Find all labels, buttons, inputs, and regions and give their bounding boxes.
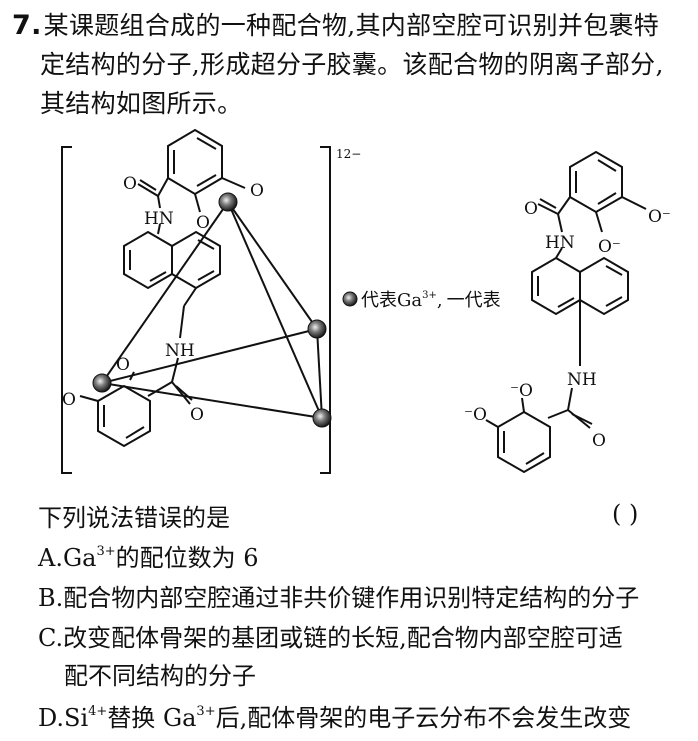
option-d-mid: 替换 Ga (107, 704, 197, 732)
atom-nh: NH (165, 341, 195, 361)
option-a-superscript: 3+ (96, 544, 116, 559)
atom-hn: HN (545, 233, 575, 253)
lower-benzene-ring (97, 384, 151, 448)
naphthalene-ring-a (123, 230, 173, 290)
ga-link (227, 201, 323, 419)
stem-text-1: 某课题组合成的一种配合物,其内部空腔可识别并包裹特 (43, 11, 660, 40)
ga-link (101, 201, 229, 384)
ligand-structure (485, 150, 647, 474)
answer-parentheses: ( ) (612, 500, 639, 528)
ga-link (316, 328, 323, 419)
question-stem-line-2: 定结构的分子,形成超分子胶囊。该配合物的阴离子部分, (40, 50, 664, 79)
option-a[interactable]: A.Ga3+的配位数为 6 (38, 538, 259, 573)
option-d[interactable]: D.Si4+替换 Ga3+后,配体骨架的电子云分布不会发生改变 (38, 698, 631, 733)
atom-o: O (190, 405, 204, 425)
upper-benzene-ring (167, 128, 223, 196)
ga-ion-sphere (312, 408, 332, 428)
atom-o: O (592, 431, 606, 451)
atom-hn: HN (144, 209, 174, 229)
charge-label: 12− (336, 147, 361, 161)
atom-o: O (62, 390, 76, 410)
atom-o-minus: O⁻ (648, 207, 671, 227)
atom-nh: NH (567, 370, 597, 390)
option-c-line-2[interactable]: 配不同结构的分子 (64, 662, 256, 690)
ga-link (101, 382, 323, 419)
question-stem-line-3: 其结构如图所示。 (40, 89, 243, 118)
ga-ion-sphere (218, 192, 238, 212)
option-d-superscript-si: 4+ (88, 704, 108, 719)
atom-o-minus: O⁻ (598, 237, 621, 257)
question-stem-line-1: 7.某课题组合成的一种配合物,其内部空腔可识别并包裹特 (12, 6, 659, 42)
ga-link (227, 201, 318, 330)
question-number: 7. (12, 10, 42, 41)
naphthalene-ring-b (171, 230, 221, 290)
atom-minus-o: ⁻O (510, 381, 533, 401)
option-d-superscript-ga: 3+ (196, 704, 216, 719)
atom-minus-o: ⁻O (464, 405, 487, 425)
ga-ion-sphere (307, 319, 327, 339)
option-c-line-1[interactable]: C.改变配体骨架的基团或链的长短,配合物内部空腔可适 (38, 624, 623, 652)
option-d-prefix: D.Si (38, 704, 89, 732)
option-b[interactable]: B.配合物内部空腔通过非共价键作用识别特定结构的分子 (38, 584, 640, 612)
atom-o: O (123, 174, 137, 194)
atom-o: O (250, 181, 264, 201)
ga-link (101, 328, 318, 384)
ga-ion-sphere (92, 373, 112, 393)
legend-ga-text: 代表Ga3+,一代表 (361, 290, 501, 311)
structure-figure: O O O HN NH O O O 12− 代表Ga3+,一代表 (61, 128, 671, 474)
left-bracket-open (61, 146, 72, 474)
atom-o: O (196, 213, 210, 233)
option-a-text: 的配位数为 6 (115, 544, 259, 572)
legend-ga-sphere (342, 291, 358, 307)
option-d-text: 后,配体骨架的电子云分布不会发生改变 (215, 704, 632, 732)
atom-o: O (116, 355, 130, 375)
option-a-prefix: A.Ga (38, 544, 97, 572)
atom-o: O (524, 199, 538, 219)
left-bracket-close (320, 146, 331, 474)
prompt-text: 下列说法错误的是 (38, 504, 230, 532)
